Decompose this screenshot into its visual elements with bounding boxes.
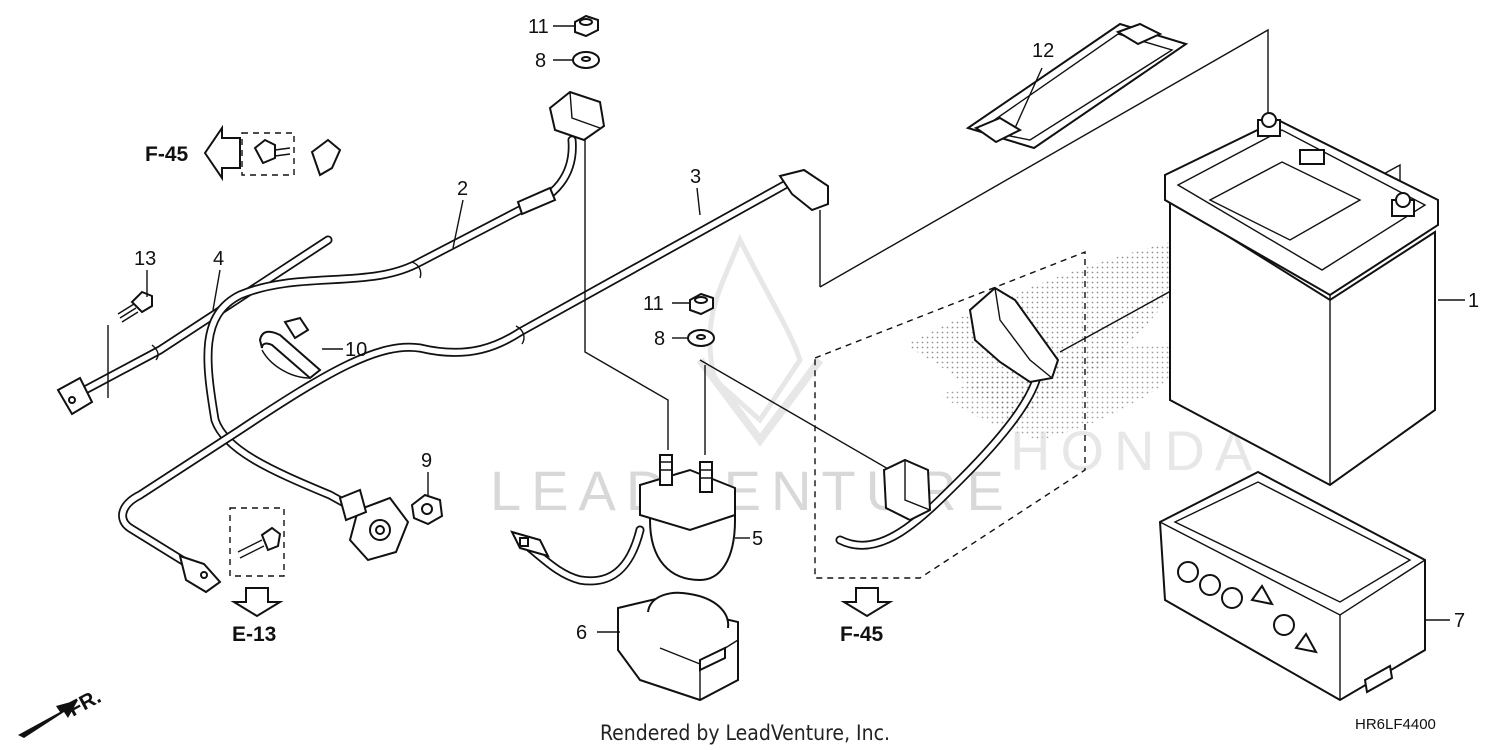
arrow-down-icon xyxy=(230,587,284,618)
callout-9: 9 xyxy=(421,450,432,472)
honda-wing-watermark xyxy=(905,235,1210,440)
callout-13: 13 xyxy=(134,248,156,270)
relay-holder xyxy=(617,591,739,702)
leadventure-logo-watermark xyxy=(696,233,824,447)
callout-leaders xyxy=(146,25,1465,633)
battery-cable-subassembly xyxy=(835,286,1060,550)
battery-box xyxy=(1158,470,1426,702)
callout-10: 10 xyxy=(345,339,367,361)
e13-bolt-box xyxy=(229,507,285,577)
cable-band xyxy=(258,316,322,380)
reference-e13[interactable]: E-13 xyxy=(232,623,276,646)
diagram-code: HR6LF4400 xyxy=(1355,716,1436,733)
leader-relay-terminal-1 xyxy=(584,140,669,450)
terminal-nut-upper xyxy=(574,14,599,38)
callout-5: 5 xyxy=(752,528,763,550)
cable-2 xyxy=(203,90,606,562)
callout-7: 7 xyxy=(1454,610,1465,632)
battery-strap xyxy=(965,22,1189,150)
reference-f45-left[interactable]: F-45 xyxy=(145,143,189,166)
washer-lower xyxy=(687,329,715,347)
arrow-left-icon xyxy=(203,124,241,182)
callout-8: 8 xyxy=(535,50,546,72)
starter-magnetic-switch xyxy=(510,454,736,586)
callout-6: 6 xyxy=(576,622,587,644)
bolt-e13 xyxy=(237,526,282,559)
cable-3 xyxy=(118,168,829,594)
washer-upper xyxy=(572,51,600,69)
callout-8: 8 xyxy=(654,328,665,350)
callout-11: 11 xyxy=(643,293,664,315)
callout-12: 12 xyxy=(1032,40,1054,62)
front-direction-label: FR. xyxy=(64,685,105,721)
f45-bolt-box xyxy=(241,132,295,176)
callout-3: 3 xyxy=(690,166,701,188)
callout-4: 4 xyxy=(213,248,224,270)
battery xyxy=(1164,112,1439,487)
reference-f45-bottom[interactable]: F-45 xyxy=(840,623,884,646)
leader-terminal-plus xyxy=(819,28,1269,288)
front-direction-arrow-icon xyxy=(18,700,78,738)
render-credit: Rendered by LeadVenture, Inc. xyxy=(600,721,890,745)
callout-1: 1 xyxy=(1468,290,1479,312)
flange-nut xyxy=(410,493,444,526)
terminal-nut-lower xyxy=(689,292,714,316)
battery-cable-subassembly-box xyxy=(814,250,1086,579)
leadventure-watermark: LEADVENTURE xyxy=(490,459,1014,522)
bolt-f45 xyxy=(253,138,291,165)
honda-watermark-text: HONDA xyxy=(1010,419,1262,482)
cable-4 xyxy=(56,138,342,416)
leader-relay-cable xyxy=(699,359,891,471)
arrow-down-icon xyxy=(840,587,894,618)
callout-2: 2 xyxy=(457,178,468,200)
callout-11: 11 xyxy=(528,16,549,38)
